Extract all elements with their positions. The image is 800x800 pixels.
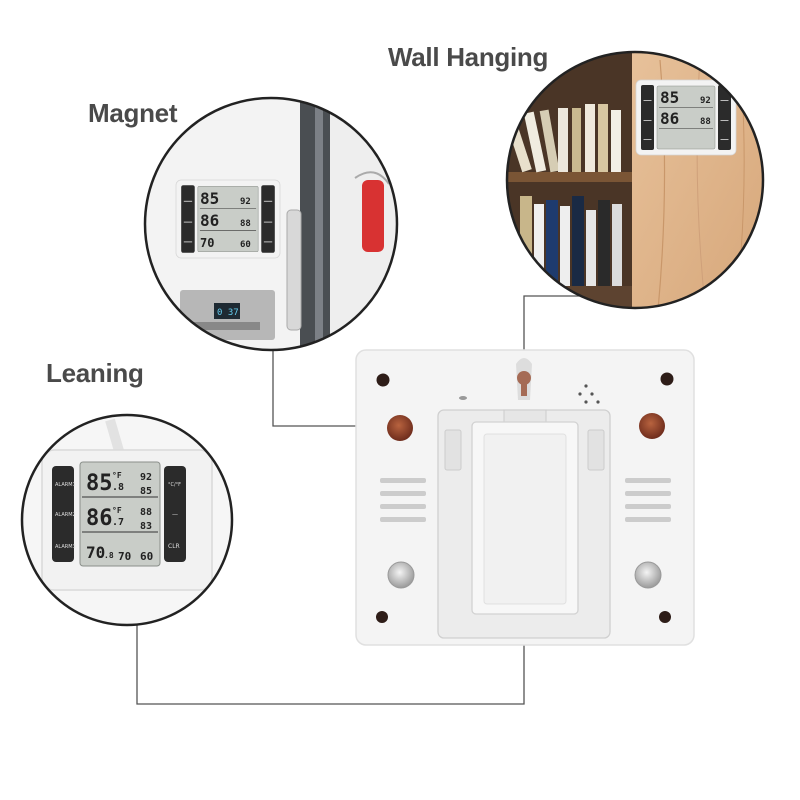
svg-text:85: 85 xyxy=(200,189,219,208)
wall-circle-border xyxy=(505,50,765,310)
svg-text:85: 85 xyxy=(86,471,113,496)
svg-text:70: 70 xyxy=(118,550,131,563)
svg-text:ALARM3: ALARM3 xyxy=(55,544,76,550)
svg-text:88: 88 xyxy=(140,507,152,518)
wall-hanging-label: Wall Hanging xyxy=(388,42,549,72)
svg-text:°F: °F xyxy=(112,506,122,515)
magnet-label: Magnet xyxy=(88,98,178,128)
svg-text:.8: .8 xyxy=(104,551,114,560)
svg-text:86: 86 xyxy=(86,506,113,531)
svg-text:ALARM2: ALARM2 xyxy=(55,512,76,518)
svg-text:88: 88 xyxy=(700,117,711,127)
svg-text:88: 88 xyxy=(240,219,251,229)
wall-scene: 85 86 92 88 xyxy=(507,52,763,308)
svg-text:60: 60 xyxy=(140,550,153,563)
svg-text:.8: .8 xyxy=(112,482,124,493)
svg-text:0 37: 0 37 xyxy=(217,308,239,318)
svg-text:83: 83 xyxy=(140,521,152,532)
svg-text:CLR: CLR xyxy=(168,543,180,550)
magnet-circle-border xyxy=(143,96,399,352)
svg-text:70: 70 xyxy=(200,236,214,250)
svg-text:85: 85 xyxy=(140,486,152,497)
svg-text:92: 92 xyxy=(140,472,152,483)
svg-text:.7: .7 xyxy=(112,517,124,528)
magnet-scene: 0 37 85 86 70 92 88 60 xyxy=(145,98,397,350)
svg-text:—: — xyxy=(172,511,178,518)
svg-text:86: 86 xyxy=(660,109,679,128)
leaning-scene: ALARM1 ALARM2 ALARM3 °C/°F — CLR 85 .8 °… xyxy=(22,415,232,625)
svg-text:85: 85 xyxy=(660,88,679,107)
leaning-connector-line xyxy=(136,600,525,705)
svg-text:°F: °F xyxy=(112,471,122,480)
leaning-label: Leaning xyxy=(46,358,144,388)
magnet-connector-line xyxy=(272,330,392,427)
svg-text:92: 92 xyxy=(700,96,711,106)
svg-text:ALARM1: ALARM1 xyxy=(55,482,76,488)
svg-text:60: 60 xyxy=(240,240,251,250)
svg-text:70: 70 xyxy=(86,543,105,562)
svg-text:92: 92 xyxy=(240,197,251,207)
leaning-circle-border xyxy=(20,413,234,627)
svg-text:°C/°F: °C/°F xyxy=(168,482,181,488)
svg-text:86: 86 xyxy=(200,211,219,230)
device-back-panel xyxy=(355,349,695,646)
